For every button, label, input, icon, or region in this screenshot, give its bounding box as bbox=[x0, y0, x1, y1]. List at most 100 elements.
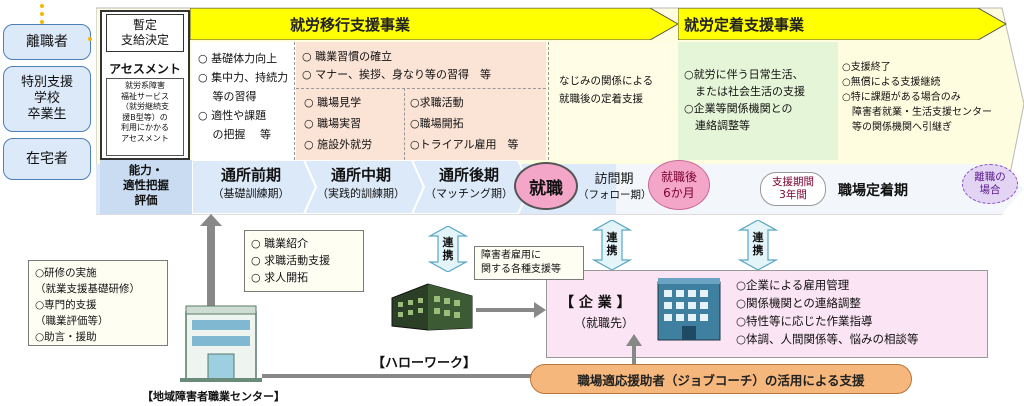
end-panel: ○支援終了 ○無償による支援継続 ○特に課題がある場合のみ 障害者就業・生活支援… bbox=[842, 60, 1018, 135]
phase-late: 通所後期 （マッチング期） bbox=[414, 164, 524, 201]
link-label-retention: 連 携 bbox=[752, 231, 764, 257]
basic-item: の把握 等 bbox=[198, 128, 271, 141]
end-item: ○支援終了 bbox=[842, 62, 891, 73]
left-box-home-label: 在宅者 bbox=[26, 151, 68, 167]
leaver-arrow-icon bbox=[88, 37, 102, 43]
left-box-graduates-label: 特別支援 学校 卒業生 bbox=[20, 75, 73, 122]
center-item: （就業支援基礎研修） bbox=[35, 283, 140, 295]
hellowork-note: 障害者雇用に 関する各種支援等 bbox=[474, 246, 584, 280]
company-panel bbox=[546, 270, 988, 358]
six-months-circle: 就職後 6か月 bbox=[648, 160, 710, 210]
middle-panel: ○ 職場見学 ○ 職場実習 ○ 施設外就労 bbox=[304, 92, 404, 155]
hellowork-note-line: 関する各種支援等 bbox=[481, 264, 561, 275]
habit-panel: ○ 職業習慣の確立 ○ マナー、挨拶、身なり等の習得 等 bbox=[302, 48, 542, 84]
follow-panel: なじみの関係による 就職後の定着支援 bbox=[548, 42, 676, 160]
follow-item: なじみの関係による bbox=[559, 75, 654, 87]
phase-middle-sub: （実践的訓練期） bbox=[317, 187, 405, 200]
basic-item: ○ 集中力、持続力 bbox=[198, 71, 289, 84]
retention-item: ○企業等関係機関との bbox=[684, 102, 793, 115]
link-arrow-retention bbox=[738, 220, 778, 270]
retention-title: 就労定着支援事業 bbox=[684, 16, 805, 34]
hellowork-callout: ○ 職業紹介 ○ 求職活動支援 ○ 求人開拓 bbox=[244, 230, 364, 292]
hellowork-to-company-arrow bbox=[476, 302, 546, 318]
habit-item: ○ 職業習慣の確立 bbox=[302, 50, 393, 63]
employment-label: 就職 bbox=[529, 178, 563, 199]
hellowork-item: ○ 職業紹介 bbox=[251, 237, 309, 250]
late-item: ○トライアル雇用 等 bbox=[410, 138, 519, 151]
link-label-follow: 連 携 bbox=[606, 231, 618, 257]
assessment-title: アセスメント bbox=[109, 62, 181, 76]
job-coach-pill: 職場適応援助者（ジョブコーチ）の活用による支援 bbox=[530, 364, 912, 394]
retention-item: 連絡調整等 bbox=[684, 119, 750, 132]
left-box-graduates: 特別支援 学校 卒業生 bbox=[3, 66, 91, 132]
leave-label: 離職の 場合 bbox=[974, 171, 1006, 196]
company-item: ○体調、人間関係等、悩みの相談等 bbox=[736, 332, 919, 346]
company-item: ○特性等に応じた作業指導 bbox=[736, 314, 873, 328]
job-coach-label: 職場適応援助者（ジョブコーチ）の活用による支援 bbox=[577, 372, 865, 388]
end-item: 障害者就業・生活支援センター bbox=[842, 107, 992, 118]
link-arrow-hellowork bbox=[428, 226, 468, 272]
middle-late-divider bbox=[404, 88, 405, 160]
phase-visit-title: 訪問期 bbox=[594, 172, 634, 187]
transition-header-arrow bbox=[190, 8, 680, 40]
center-up-arrow bbox=[200, 214, 222, 314]
late-item: ○求職活動 bbox=[410, 96, 464, 109]
retention-item: ○就労に伴う日常生活、 bbox=[684, 68, 804, 81]
basic-training-panel: ○ 基礎体力向上 ○ 集中力、持続力 等の習得 ○ 適性や課題 の把握 等 bbox=[192, 42, 295, 160]
basic-item: ○ 適性や課題 bbox=[198, 109, 267, 122]
center-callout: ○研修の実施 （就業支援基礎研修） ○専門的支援 （職業評価等） ○助言・援助 bbox=[28, 260, 168, 346]
left-box-leavers: 離職者 bbox=[3, 24, 91, 60]
link-arrow-follow bbox=[592, 220, 632, 270]
assessment-panel bbox=[100, 10, 190, 160]
hellowork-note-line: 障害者雇用に bbox=[481, 250, 541, 261]
phase-early-title: 通所前期 bbox=[220, 166, 281, 184]
retention-item: または社会生活の支援 bbox=[684, 85, 805, 98]
retention-panel: ○就労に伴う日常生活、 または社会生活の支援 ○企業等関係機関との 連絡調整等 bbox=[678, 42, 838, 160]
middle-item: ○ 職場見学 bbox=[304, 96, 362, 109]
middle-item: ○ 施設外就労 bbox=[304, 138, 373, 151]
basic-item: ○ 基礎体力向上 bbox=[198, 52, 278, 65]
leaver-connector-icon bbox=[40, 4, 48, 24]
practice-panel bbox=[296, 42, 546, 160]
provisional-decision: 暫定 支給決定 bbox=[106, 14, 184, 52]
follow-item: 就職後の定着支援 bbox=[559, 93, 643, 105]
phase-early-sub: （基礎訓練期） bbox=[212, 187, 290, 200]
three-years-box: 支援期間 3年間 bbox=[760, 172, 826, 206]
hellowork-item: ○ 求職活動支援 bbox=[251, 254, 331, 267]
assessment-note: 就労系障害 福祉サービス （就労継続支 援B型等）の 利用にかかる アセスメント bbox=[106, 78, 184, 156]
leave-circle: 離職の 場合 bbox=[962, 164, 1018, 204]
end-item: ○特に課題がある場合のみ bbox=[842, 92, 961, 103]
hellowork-item: ○ 求人開拓 bbox=[251, 271, 309, 284]
phase-middle-title: 通所中期 bbox=[330, 166, 391, 184]
center-building-icon bbox=[180, 305, 262, 382]
transition-title: 就労移行支援事業 bbox=[290, 16, 411, 34]
hellowork-label: 【ハローワーク】 bbox=[372, 356, 477, 371]
retention-header-arrow bbox=[678, 8, 1008, 40]
company-building-icon bbox=[657, 278, 721, 341]
center-item: （職業評価等） bbox=[35, 315, 109, 327]
company-subtitle: （就職先） bbox=[574, 316, 635, 330]
company-item: ○関係機関との連絡調整 bbox=[736, 296, 861, 310]
phase-retention: 職場定着期 bbox=[838, 183, 908, 199]
middle-item: ○ 職場実習 bbox=[304, 117, 362, 130]
company-items: ○企業による雇用管理 ○関係機関との連絡調整 ○特性等に応じた作業指導 ○体調、… bbox=[736, 276, 919, 348]
center-item: ○助言・援助 bbox=[35, 331, 97, 343]
phase-visit: 訪問期 （フォロー期） bbox=[578, 168, 652, 202]
phase-chevrons bbox=[192, 160, 532, 214]
end-item: ○無償による支援継続 bbox=[842, 77, 941, 88]
link-label-hellowork: 連 携 bbox=[442, 236, 454, 262]
late-panel: ○求職活動 ○職場開拓 ○トライアル雇用 等 bbox=[410, 92, 546, 155]
phase-late-title: 通所後期 bbox=[438, 166, 499, 184]
company-item: ○企業による雇用管理 bbox=[736, 278, 850, 292]
phase-visit-sub: （フォロー期） bbox=[578, 189, 652, 201]
center-item: ○専門的支援 bbox=[35, 299, 97, 311]
phase-early: 通所前期 （基礎訓練期） bbox=[196, 164, 306, 201]
left-box-leavers-label: 離職者 bbox=[26, 34, 68, 50]
six-months-label: 就職後 6か月 bbox=[660, 170, 697, 200]
late-item: ○職場開拓 bbox=[410, 117, 464, 130]
company-title: 【 企 業 】 bbox=[560, 295, 631, 311]
hellowork-building-icon bbox=[391, 283, 473, 331]
habit-item: ○ マナー、挨拶、身なり等の習得 等 bbox=[302, 68, 491, 81]
practice-divider bbox=[296, 88, 546, 89]
center-item: ○研修の実施 bbox=[35, 267, 97, 279]
